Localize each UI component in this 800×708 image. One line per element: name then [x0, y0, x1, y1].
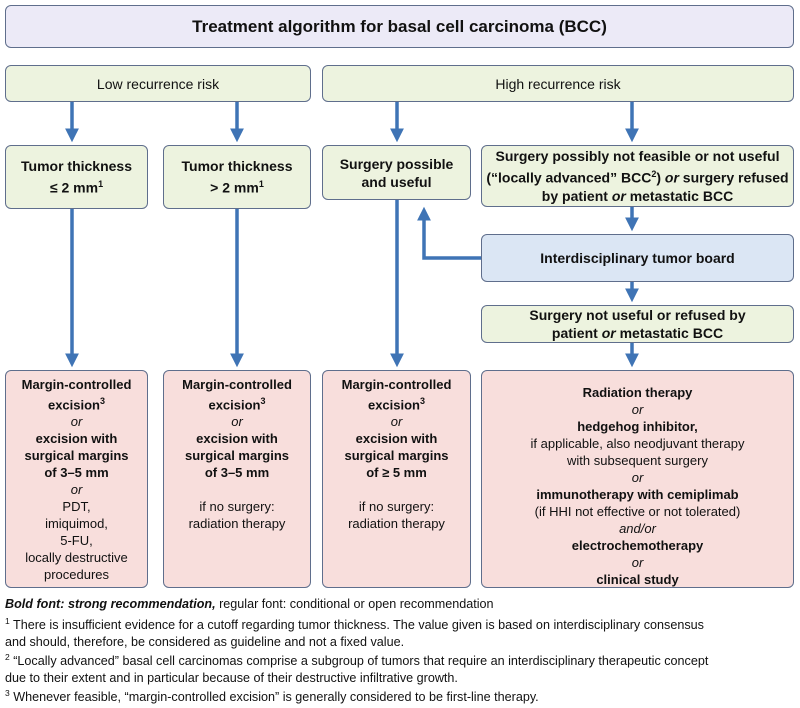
mce-label-1a: Margin-controlled	[21, 377, 132, 392]
immunotherapy: immunotherapy with cemiplimab	[536, 487, 739, 502]
surgery-possible-box: Surgery possible and useful	[322, 145, 471, 200]
surgery-not-useful-box: Surgery not useful or refused by patient…	[481, 305, 794, 343]
treatment-surgery-box: Margin-controlled excision3 or excision …	[322, 370, 471, 588]
surgery-possible-line2: and useful	[361, 173, 432, 190]
treatment-thin-box: Margin-controlled excision3 or excision …	[5, 370, 148, 588]
or-1a: or	[70, 414, 83, 430]
excision-2b: surgical margins	[184, 448, 290, 464]
alt-5fu: 5-FU,	[60, 533, 93, 549]
mce-label-3a: Margin-controlled	[341, 377, 452, 392]
footnote-2: 2 “Locally advanced” basal cell carcinom…	[5, 652, 709, 686]
and-or: and/or	[619, 521, 656, 536]
hedgehog-inhibitor: hedgehog inhibitor,	[577, 419, 698, 434]
excision-1a: excision with	[35, 431, 118, 447]
treatment-thick-box: Margin-controlled excision3 or excision …	[163, 370, 311, 588]
alt-pdt: PDT,	[62, 499, 91, 515]
spacer-3	[395, 481, 399, 498]
legend-note: Bold font: strong recommendation, regula…	[5, 597, 494, 611]
excision-2a: excision with	[196, 431, 278, 447]
tumor-thin-box: Tumor thickness ≤ 2 mm1	[5, 145, 148, 209]
tumor-thick-line1: Tumor thickness	[181, 158, 293, 175]
tumor-thin-line2: ≤ 2 mm1	[49, 179, 104, 196]
excision-2c: of 3–5 mm	[204, 465, 270, 481]
tumor-board-box: Interdisciplinary tumor board	[481, 234, 794, 282]
surgery-not-feasible-box: Surgery possibly not feasible or not use…	[481, 145, 794, 207]
not-feasible-line1: Surgery possibly not feasible or not use…	[495, 148, 780, 165]
radiation-therapy: Radiation therapy	[582, 385, 693, 400]
hhi-note-1: if applicable, also neodjuvant therapy	[530, 436, 745, 451]
hhi-note-2: with subsequent surgery	[567, 453, 708, 468]
alt-imiquimod: imiquimod,	[45, 516, 108, 532]
not-useful-line2: patient or metastatic BCC	[551, 325, 724, 341]
electrochemotherapy: electrochemotherapy	[571, 538, 704, 553]
or-4a: or	[631, 402, 644, 417]
or-4b: or	[631, 470, 644, 485]
low-risk-label: Low recurrence risk	[96, 75, 220, 92]
immunotherapy-note: (if HHI not effective or not tolerated)	[534, 504, 741, 519]
excision-1c: of 3–5 mm	[44, 465, 109, 481]
no-surgery-2a: if no surgery:	[199, 499, 275, 515]
no-surgery-3b: radiation therapy	[348, 516, 445, 532]
tumor-board-label: Interdisciplinary tumor board	[540, 250, 735, 266]
low-risk-box: Low recurrence risk	[5, 65, 311, 102]
diagram-title: Treatment algorithm for basal cell carci…	[192, 16, 607, 36]
footnote-1: 1 There is insufficient evidence for a c…	[5, 616, 704, 650]
mce-label-3b: excision3	[367, 396, 426, 413]
tumor-thick-line2: > 2 mm1	[210, 179, 264, 196]
no-surgery-3a: if no surgery:	[358, 499, 435, 515]
not-feasible-line3: by patient or metastatic BCC	[541, 187, 734, 204]
tumor-thick-box: Tumor thickness > 2 mm1	[163, 145, 311, 209]
or-2a: or	[231, 414, 243, 430]
surgery-possible-line1: Surgery possible	[339, 155, 454, 172]
arrow-board-to-surgery-possible	[417, 206, 481, 260]
mce-label-2a: Margin-controlled	[182, 377, 292, 392]
or-1b: or	[70, 482, 83, 498]
high-risk-label: High recurrence risk	[495, 75, 621, 92]
treatment-advanced-box: Radiation therapy or hedgehog inhibitor,…	[481, 370, 794, 588]
alt-destructive-1: locally destructive	[25, 550, 128, 566]
footnote-3: 3 Whenever feasible, “margin-controlled …	[5, 688, 539, 705]
diagram-title-box: Treatment algorithm for basal cell carci…	[5, 5, 794, 48]
or-4c: or	[631, 555, 644, 570]
no-surgery-2b: radiation therapy	[188, 516, 286, 532]
not-useful-line1: Surgery not useful or refused by	[529, 307, 746, 323]
clinical-study: clinical study	[596, 572, 679, 587]
alt-destructive-2: procedures	[43, 567, 110, 583]
excision-3b: surgical margins	[344, 448, 449, 464]
high-risk-box: High recurrence risk	[322, 65, 794, 102]
excision-1b: surgical margins	[24, 448, 129, 464]
mce-label-2b: excision3	[208, 396, 266, 413]
not-feasible-line2: (“locally advanced” BCC2) or surgery ref…	[486, 169, 789, 186]
spacer-2	[235, 481, 239, 498]
tumor-thin-line1: Tumor thickness	[21, 158, 132, 175]
mce-label-1b: excision3	[47, 396, 106, 413]
excision-3c: of ≥ 5 mm	[366, 465, 427, 481]
or-3a: or	[390, 414, 403, 430]
excision-3a: excision with	[355, 431, 438, 447]
